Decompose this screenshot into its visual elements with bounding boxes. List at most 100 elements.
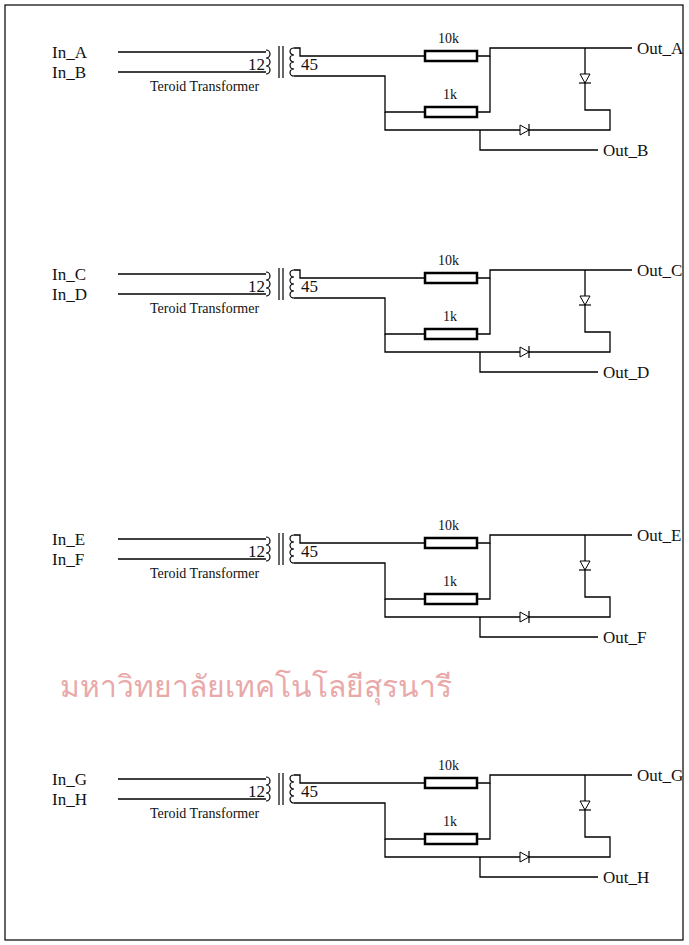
- frame: [5, 5, 683, 940]
- wire: [477, 270, 632, 278]
- diode-symbol: [580, 561, 590, 570]
- wire: [294, 775, 425, 783]
- turns-number: 45: [301, 56, 318, 73]
- transformer-core: [278, 46, 279, 78]
- diode-symbol: [520, 125, 529, 135]
- wire: [385, 112, 480, 130]
- signal-name: In_A: [52, 44, 87, 61]
- transformer-core: [282, 46, 283, 78]
- wire: [118, 71, 266, 72]
- turns-number: 12: [248, 543, 265, 560]
- diode-symbol: [580, 74, 590, 83]
- wire: [294, 270, 425, 278]
- part-name: Teroid Transformer: [150, 567, 259, 581]
- signal-name: Out_D: [603, 364, 649, 381]
- signal-name: In_D: [52, 286, 87, 303]
- turns-number: 12: [248, 783, 265, 800]
- transformer-secondary-coil: [290, 535, 294, 563]
- diode-bar: [528, 124, 529, 136]
- part-name: Teroid Transformer: [150, 302, 259, 316]
- diode-bar: [579, 809, 591, 810]
- transformer-core: [278, 268, 279, 300]
- turns-number: 12: [248, 56, 265, 73]
- resistor-value: 10k: [438, 254, 459, 268]
- transformer-core: [278, 773, 279, 805]
- signal-name: Out_E: [637, 527, 681, 544]
- wire: [477, 56, 490, 112]
- transformer-secondary-coil: [290, 775, 294, 803]
- resistor-value: 10k: [438, 519, 459, 533]
- resistor-symbol: [425, 594, 477, 604]
- wire: [118, 798, 266, 799]
- wire: [480, 775, 610, 857]
- wire: [118, 51, 266, 52]
- signal-name: In_G: [52, 771, 87, 788]
- wire: [480, 130, 598, 150]
- signal-name: In_E: [52, 531, 85, 548]
- signal-name: In_H: [52, 791, 87, 808]
- wire: [480, 535, 610, 617]
- wire: [477, 48, 632, 56]
- diode-bar: [579, 569, 591, 570]
- diode-symbol: [580, 801, 590, 810]
- signal-name: Out_A: [637, 40, 683, 57]
- watermark: มหาวิทยาลัยเทคโนโลยีสุรนารี: [60, 672, 452, 702]
- resistor-symbol: [425, 834, 477, 844]
- transformer-secondary-coil: [290, 48, 294, 76]
- diode-bar: [528, 851, 529, 863]
- transformer-core: [282, 268, 283, 300]
- wire: [118, 293, 266, 294]
- resistor-symbol: [425, 51, 477, 61]
- wire: [385, 334, 480, 352]
- part-name: Teroid Transformer: [150, 80, 259, 94]
- diode-bar: [528, 346, 529, 358]
- resistor-symbol: [425, 273, 477, 283]
- diode-bar: [579, 304, 591, 305]
- wire: [477, 775, 632, 783]
- wire: [118, 558, 266, 559]
- transformer-core: [282, 533, 283, 565]
- wire: [385, 839, 480, 857]
- diode-symbol: [520, 852, 529, 862]
- resistor-symbol: [425, 538, 477, 548]
- signal-name: In_C: [52, 266, 86, 283]
- turns-number: 45: [301, 543, 318, 560]
- transformer-primary-coil: [266, 777, 270, 801]
- turns-number: 45: [301, 783, 318, 800]
- part-name: Teroid Transformer: [150, 807, 259, 821]
- resistor-value: 1k: [443, 88, 457, 102]
- signal-name: In_F: [52, 551, 84, 568]
- wire: [294, 298, 425, 334]
- transformer-core: [278, 533, 279, 565]
- wire: [118, 273, 266, 274]
- diode-bar: [579, 82, 591, 83]
- signal-name: In_B: [52, 64, 86, 81]
- resistor-value: 1k: [443, 575, 457, 589]
- wire: [294, 48, 425, 56]
- signal-name: Out_C: [637, 262, 682, 279]
- diode-symbol: [520, 347, 529, 357]
- resistor-symbol: [425, 329, 477, 339]
- diode-symbol: [580, 296, 590, 305]
- resistor-value: 10k: [438, 32, 459, 46]
- transformer-core: [282, 773, 283, 805]
- wire: [480, 857, 598, 877]
- resistor-value: 1k: [443, 815, 457, 829]
- wire: [294, 803, 425, 839]
- wire: [477, 783, 490, 839]
- diode-symbol: [520, 612, 529, 622]
- wire: [118, 778, 266, 779]
- resistor-symbol: [425, 778, 477, 788]
- diode-bar: [528, 611, 529, 623]
- transformer-secondary-coil: [290, 270, 294, 298]
- signal-name: Out_G: [637, 767, 683, 784]
- wire: [480, 352, 598, 372]
- signal-name: Out_F: [603, 629, 646, 646]
- wire: [477, 543, 490, 599]
- wire: [118, 538, 266, 539]
- resistor-symbol: [425, 107, 477, 117]
- circuit-group: [118, 46, 632, 877]
- turns-number: 12: [248, 278, 265, 295]
- transformer-primary-coil: [266, 272, 270, 296]
